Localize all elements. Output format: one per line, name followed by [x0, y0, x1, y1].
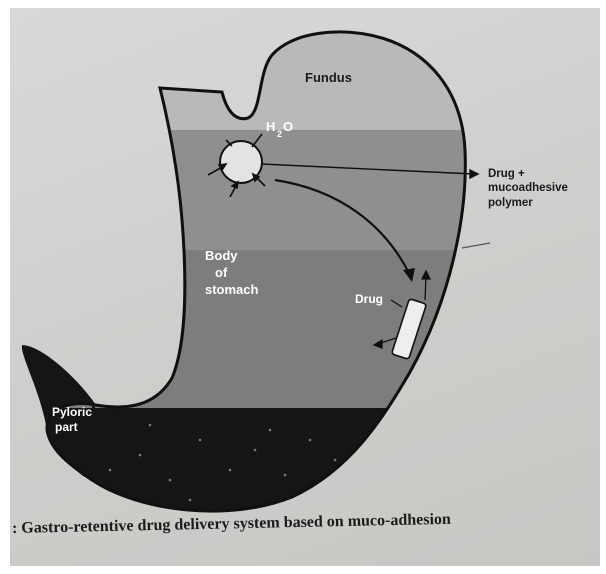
svg-text:of: of — [215, 265, 228, 280]
drug-polymer-label: Drug + mucoadhesive polymer — [488, 168, 568, 209]
svg-text:2: 2 — [277, 129, 282, 139]
svg-text:mucoadhesive: mucoadhesive — [488, 182, 568, 194]
svg-text:Pyloric: Pyloric — [52, 405, 92, 419]
svg-text:Body: Body — [205, 248, 238, 263]
fundus-label: Fundus — [305, 70, 352, 85]
pyloric-dark-region — [40, 408, 480, 528]
svg-text:part: part — [55, 420, 78, 434]
svg-text:H: H — [266, 119, 275, 134]
svg-text:O: O — [283, 119, 293, 134]
faint-leader-line — [462, 243, 490, 248]
svg-text:stomach: stomach — [205, 282, 259, 297]
drug-label: Drug — [355, 292, 383, 306]
svg-text:Drug +: Drug + — [488, 168, 525, 180]
svg-text:polymer: polymer — [488, 197, 533, 209]
